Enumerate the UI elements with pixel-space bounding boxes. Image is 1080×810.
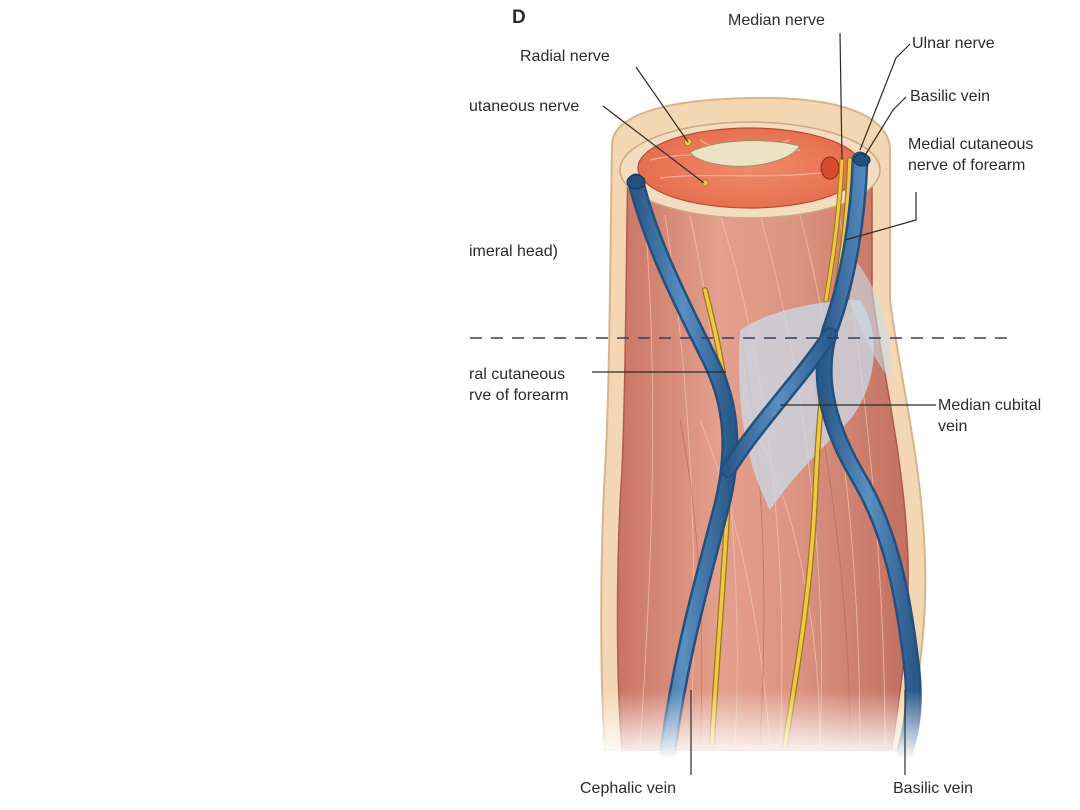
panel-letter: D (512, 7, 526, 28)
veins (627, 151, 922, 759)
label-lateral-cutaneous-nerve: ral cutaneous rve of forearm (469, 364, 569, 406)
lateral-cutaneous-section (701, 179, 709, 187)
label-lateral-cutaneous-line-1: ral cutaneous (469, 366, 566, 383)
label-ulnar-nerve: Ulnar nerve (912, 35, 995, 52)
label-median-cubital-line-2: vein (938, 418, 968, 435)
basilic-vein-section (853, 153, 871, 167)
brachial-artery-section (820, 156, 840, 180)
label-lateral-cutaneous-line-2: rve of forearm (469, 387, 569, 404)
label-median-cubital-line-1: Median cubital (938, 397, 1042, 414)
label-medial-cutaneous-nerve: Medial cutaneous nerve of forearm (908, 134, 1033, 176)
bottom-fade (590, 690, 940, 760)
leader-cutaneous-nerve (602, 105, 705, 184)
leader-median-nerve (839, 32, 843, 161)
leader-radial-nerve (635, 66, 689, 143)
leader-lines (592, 32, 936, 775)
label-cephalic-vein: Cephalic vein (580, 780, 677, 797)
label-median-nerve: Median nerve (728, 12, 825, 29)
label-medial-cutaneous-line-2: nerve of forearm (908, 157, 1026, 174)
humerus-section (689, 140, 801, 167)
label-medial-cutaneous-line-1: Medial cutaneous (908, 136, 1034, 153)
label-basilic-vein-bottom: Basilic vein (893, 780, 974, 797)
leader-ulnar-nerve (859, 43, 911, 151)
label-median-cubital-vein: Median cubital vein (938, 395, 1041, 437)
fascia-lateral (850, 260, 891, 380)
label-radial-nerve: Radial nerve (520, 48, 610, 65)
leader-medial-cutaneous (844, 192, 917, 241)
leader-basilic-top (863, 96, 907, 158)
label-basilic-vein-top: Basilic vein (910, 88, 991, 105)
label-cutaneous-nerve: utaneous nerve (469, 98, 580, 115)
label-humeral-head: imeral head) (469, 243, 558, 260)
cephalic-vein-section (626, 174, 646, 190)
